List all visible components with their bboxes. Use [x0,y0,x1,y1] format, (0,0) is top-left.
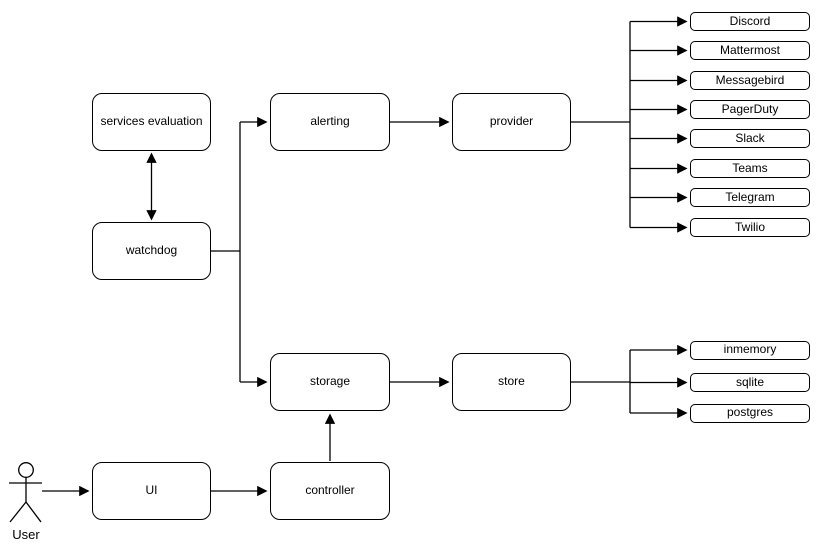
node-label: inmemory [723,342,777,357]
node-store[interactable]: store [452,353,571,411]
node-label: storage [309,374,351,389]
node-label: UI [145,483,158,498]
node-provider-type-discord[interactable]: Discord [690,12,810,31]
edge-store-distributor [571,350,631,413]
node-label: Messagebird [715,72,785,87]
node-provider-type-messagebird[interactable]: Messagebird [690,71,810,90]
actor-label: User [12,527,40,542]
node-label: PagerDuty [721,101,779,116]
node-provider-type-slack[interactable]: Slack [690,129,810,148]
node-label: alerting [310,114,350,129]
node-label: services evaluation [100,114,203,129]
edge-provider-distributor [571,21,631,228]
user-actor-icon[interactable] [9,462,42,523]
node-label: store [498,374,525,389]
node-label: Slack [735,130,765,145]
node-watchdog[interactable]: watchdog [92,222,211,280]
node-label: Teams [732,160,768,175]
edge-watchdog-trunk [211,122,241,382]
node-label: Twilio [734,219,765,234]
node-label: sqlite [735,374,764,389]
node-ui[interactable]: UI [92,462,211,520]
node-provider-type-twilio[interactable]: Twilio [690,218,810,237]
node-provider-type-pagerduty[interactable]: PagerDuty [690,100,810,119]
node-label: Mattermost [719,42,780,57]
node-provider-type-teams[interactable]: Teams [690,159,810,178]
node-store-type-sqlite[interactable]: sqlite [690,373,810,392]
node-label: provider [489,114,534,129]
node-store-type-inmemory[interactable]: inmemory [690,340,810,360]
node-label: watchdog [125,243,178,258]
node-label: Telegram [725,189,775,204]
node-provider-type-mattermost[interactable]: Mattermost [690,41,810,60]
node-label: controller [305,483,355,498]
node-provider-type-telegram[interactable]: Telegram [690,188,810,207]
node-storage[interactable]: storage [270,353,390,411]
node-store-type-postgres[interactable]: postgres [690,403,810,423]
node-label: postgres [726,405,774,420]
node-services-evaluation[interactable]: services evaluation [92,93,211,151]
node-provider[interactable]: provider [452,93,571,151]
node-alerting[interactable]: alerting [270,93,390,151]
node-label: Discord [729,13,771,28]
node-controller[interactable]: controller [270,462,390,520]
